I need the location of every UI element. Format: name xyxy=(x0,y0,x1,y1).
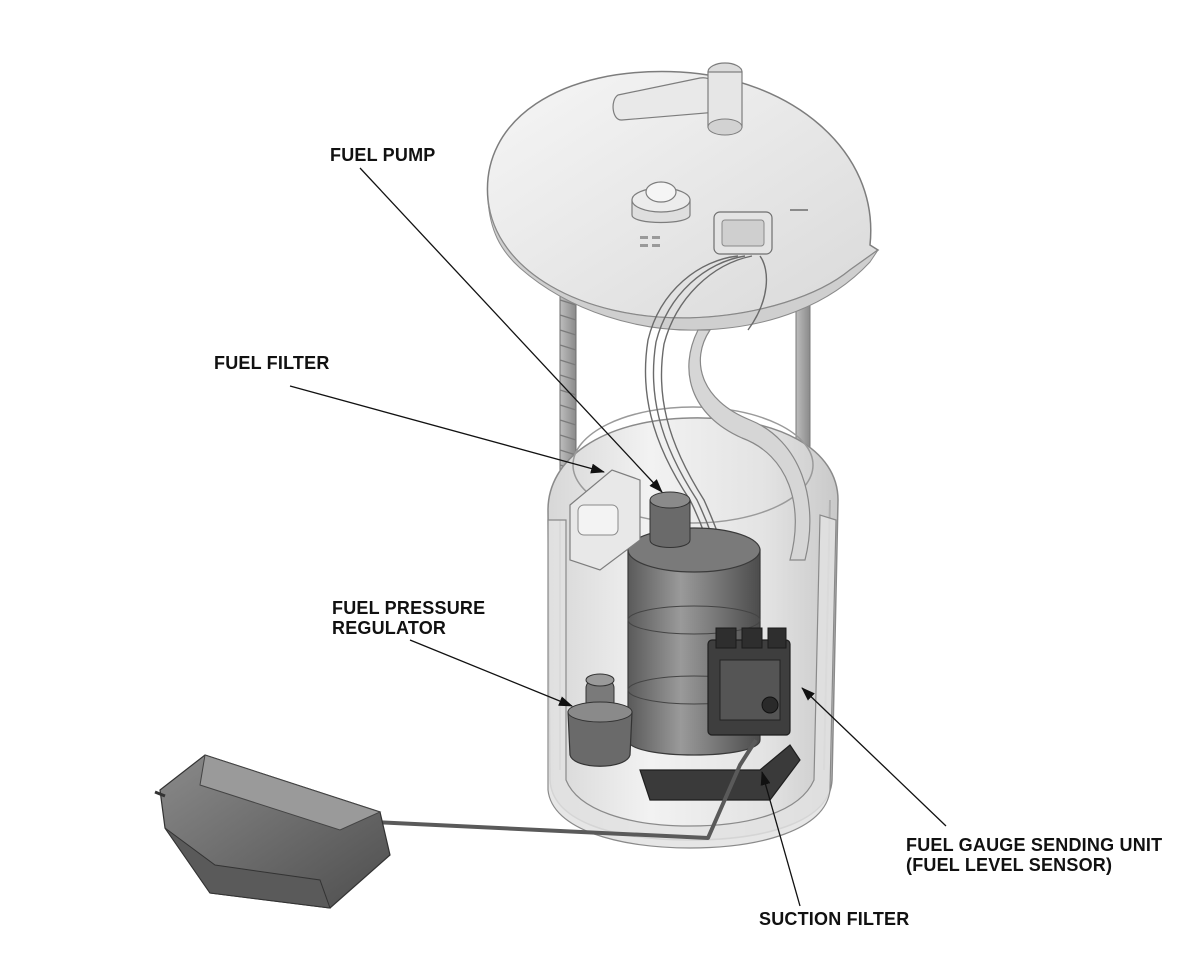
top-flange xyxy=(486,62,880,331)
pump-illustration xyxy=(154,62,880,909)
guide-rods xyxy=(559,284,811,516)
label-fuel-filter: FUEL FILTER xyxy=(214,353,330,373)
label-fuel-gauge-sending-unit-line1: FUEL GAUGE SENDING UNIT xyxy=(906,835,1163,855)
float xyxy=(154,754,391,909)
float-arm xyxy=(371,738,758,840)
label-fuel-pump: FUEL PUMP xyxy=(330,145,436,165)
fuel-pressure-regulator xyxy=(567,673,633,767)
label-fuel-gauge-sending-unit-line2: (FUEL LEVEL SENSOR) xyxy=(906,855,1113,875)
leader-line-fuel-pump xyxy=(359,167,663,493)
label-fuel-pressure-regulator-line2: REGULATOR xyxy=(332,618,447,638)
fuel-filter xyxy=(569,469,641,571)
leader-lines xyxy=(289,167,947,907)
fuel-gauge-sending-unit xyxy=(707,627,791,736)
housing-front-wall xyxy=(547,514,837,849)
leader-line-fuel-gauge-sending-unit xyxy=(801,687,947,827)
label-fuel-pressure-regulator-line1: FUEL PRESSURE xyxy=(332,598,486,618)
leader-line-fuel-pressure-regulator xyxy=(409,639,573,707)
label-suction-filter: SUCTION FILTER xyxy=(759,909,910,929)
fuel-hose xyxy=(688,329,811,561)
suction-filter xyxy=(639,744,801,801)
leader-line-fuel-filter xyxy=(289,385,605,474)
leader-line-suction-filter xyxy=(760,771,801,907)
